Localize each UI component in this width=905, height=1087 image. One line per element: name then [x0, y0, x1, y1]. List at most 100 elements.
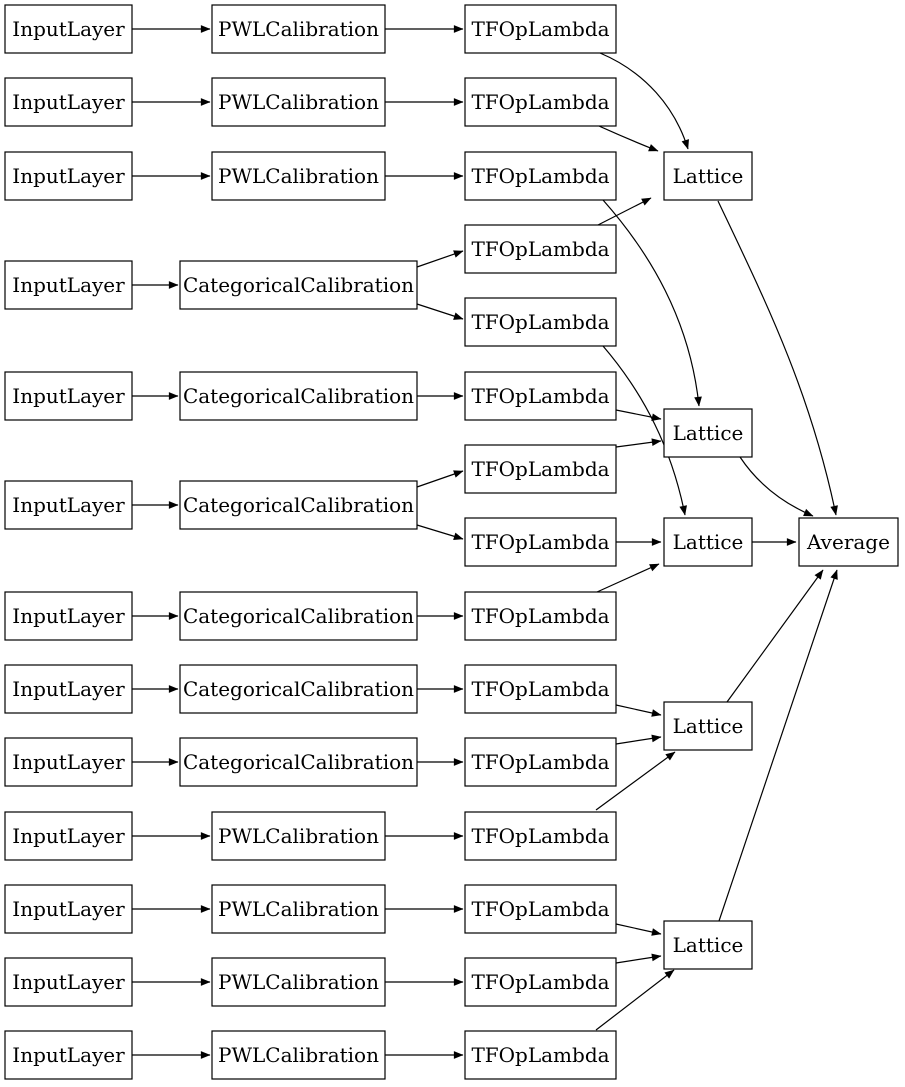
- node-label: CategoricalCalibration: [183, 750, 414, 774]
- node-tfoplambda-t14: TFOpLambda: [464, 957, 617, 1007]
- node-label: Lattice: [673, 164, 744, 188]
- edge-t6-l2: [615, 409, 662, 421]
- node-label: InputLayer: [12, 897, 125, 921]
- node-label: TFOpLambda: [471, 164, 609, 188]
- node-label: InputLayer: [12, 1043, 125, 1067]
- nodes-layer: InputLayerInputLayerInputLayerInputLayer…: [4, 4, 899, 1080]
- node-box: [464, 297, 617, 347]
- node-inputlayer-i9: InputLayer: [4, 737, 133, 787]
- node-tfoplambda-t3: TFOpLambda: [464, 151, 617, 201]
- node-box: [211, 957, 386, 1007]
- node-box: [4, 4, 133, 54]
- node-label: TFOpLambda: [471, 1043, 609, 1067]
- node-inputlayer-i2: InputLayer: [4, 77, 133, 127]
- node-label: InputLayer: [12, 970, 125, 994]
- node-box: [179, 371, 418, 421]
- node-label: CategoricalCalibration: [183, 384, 414, 408]
- node-label: TFOpLambda: [471, 457, 609, 481]
- node-box: [663, 151, 753, 201]
- node-box: [179, 664, 418, 714]
- edge-l5-avg: [718, 569, 838, 922]
- node-tfoplambda-t15: TFOpLambda: [464, 1030, 617, 1080]
- node-label: InputLayer: [12, 824, 125, 848]
- node-inputlayer-i11: InputLayer: [4, 884, 133, 934]
- node-categoricalcalibration-c6: CategoricalCalibration: [179, 737, 418, 787]
- node-box: [4, 591, 133, 641]
- edge-l2-avg: [739, 456, 814, 517]
- node-label: InputLayer: [12, 273, 125, 297]
- edge-l4-avg: [726, 569, 824, 703]
- edges-layer: [132, 25, 838, 1059]
- node-box: [4, 260, 133, 310]
- node-label: InputLayer: [12, 384, 125, 408]
- edge-t7-l2: [615, 438, 662, 448]
- node-inputlayer-i5: InputLayer: [4, 371, 133, 421]
- node-box: [464, 884, 617, 934]
- node-box: [464, 591, 617, 641]
- node-label: InputLayer: [12, 493, 125, 517]
- edge-t2-l1: [598, 125, 659, 152]
- node-lattice-l5: Lattice: [663, 920, 753, 970]
- node-label: InputLayer: [12, 17, 125, 41]
- edge-c1-t4: [416, 250, 464, 268]
- node-label: CategoricalCalibration: [183, 677, 414, 701]
- node-label: TFOpLambda: [471, 237, 609, 261]
- node-label: InputLayer: [12, 90, 125, 114]
- node-tfoplambda-t5: TFOpLambda: [464, 297, 617, 347]
- node-label: Lattice: [673, 933, 744, 957]
- node-pwlcalibration-p5: PWLCalibration: [211, 884, 386, 934]
- edge-t10-l4: [615, 704, 662, 717]
- node-box: [4, 664, 133, 714]
- node-label: TFOpLambda: [471, 17, 609, 41]
- node-label: TFOpLambda: [471, 530, 609, 554]
- edge-c1-t5: [416, 303, 464, 320]
- node-lattice-l3: Lattice: [663, 517, 753, 567]
- node-box: [464, 737, 617, 787]
- node-tfoplambda-t4: TFOpLambda: [464, 224, 617, 274]
- node-categoricalcalibration-c3: CategoricalCalibration: [179, 480, 418, 530]
- edge-t3-l2: [602, 199, 702, 407]
- node-lattice-l2: Lattice: [663, 408, 753, 458]
- node-lattice-l4: Lattice: [663, 701, 753, 751]
- node-inputlayer-i10: InputLayer: [4, 811, 133, 861]
- node-box: [464, 77, 617, 127]
- node-box: [464, 151, 617, 201]
- node-box: [798, 517, 899, 567]
- node-box: [4, 77, 133, 127]
- edge-t9-l3: [596, 563, 660, 593]
- node-box: [464, 811, 617, 861]
- edge-c3-t8: [416, 524, 464, 541]
- node-box: [464, 664, 617, 714]
- edge-l1-avg: [717, 200, 838, 516]
- node-pwlcalibration-p2: PWLCalibration: [211, 77, 386, 127]
- node-box: [211, 151, 386, 201]
- edge-t1-l1: [599, 52, 689, 150]
- node-label: InputLayer: [12, 750, 125, 774]
- node-label: InputLayer: [12, 604, 125, 628]
- node-box: [464, 1030, 617, 1080]
- node-pwlcalibration-p1: PWLCalibration: [211, 4, 386, 54]
- node-pwlcalibration-p7: PWLCalibration: [211, 1030, 386, 1080]
- node-box: [4, 811, 133, 861]
- node-categoricalcalibration-c2: CategoricalCalibration: [179, 371, 418, 421]
- node-box: [4, 371, 133, 421]
- node-inputlayer-i12: InputLayer: [4, 957, 133, 1007]
- node-tfoplambda-t12: TFOpLambda: [464, 811, 617, 861]
- node-box: [4, 151, 133, 201]
- node-label: TFOpLambda: [471, 384, 609, 408]
- edge-t12-l4: [595, 751, 676, 811]
- node-label: TFOpLambda: [471, 897, 609, 921]
- node-pwlcalibration-p4: PWLCalibration: [211, 811, 386, 861]
- node-label: TFOpLambda: [471, 90, 609, 114]
- node-label: PWLCalibration: [218, 90, 379, 114]
- node-inputlayer-i8: InputLayer: [4, 664, 133, 714]
- node-label: CategoricalCalibration: [183, 273, 414, 297]
- node-label: Lattice: [673, 714, 744, 738]
- edge-t4-l1: [595, 197, 652, 227]
- node-categoricalcalibration-c5: CategoricalCalibration: [179, 664, 418, 714]
- edge-t14-l5: [615, 953, 662, 964]
- node-box: [4, 1030, 133, 1080]
